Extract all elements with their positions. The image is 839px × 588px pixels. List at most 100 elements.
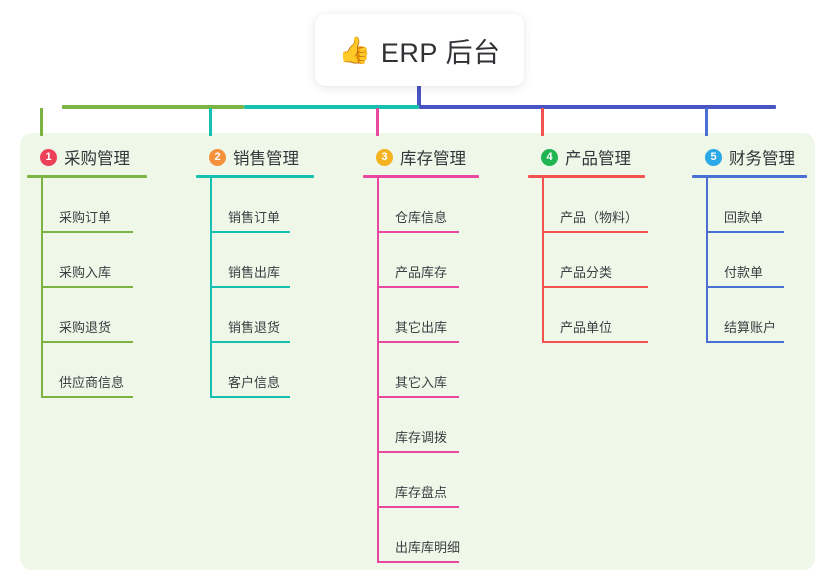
branch-1: 1 采购管理采购订单采购入库采购退货供应商信息 [27, 145, 147, 398]
leaf-underline [377, 231, 459, 233]
leaf-label: 其它出库 [395, 320, 448, 335]
leaf-label: 仓库信息 [395, 210, 448, 225]
leaf-label: 产品分类 [560, 265, 613, 280]
leaf-label: 回款单 [724, 210, 764, 225]
branch-drop-connector-2 [209, 108, 212, 136]
leaf-underline [210, 396, 290, 398]
leaf-item[interactable]: 供应商信息 [41, 343, 147, 398]
leaf-label: 供应商信息 [59, 375, 125, 390]
thumbs-up-icon: 👍 [338, 35, 371, 65]
leaf-label: 产品库存 [395, 265, 448, 280]
branch-drop-connector-1 [40, 108, 43, 136]
leaf-label: 产品单位 [560, 320, 613, 335]
branch-number-badge: 1 [40, 148, 57, 166]
leaf-underline [542, 231, 648, 233]
leaf-item[interactable]: 其它出库 [377, 288, 479, 343]
branch-underline [692, 175, 807, 178]
branch-number-badge: 5 [705, 148, 722, 166]
root-stem-connector [417, 84, 421, 108]
leaf-item[interactable]: 回款单 [706, 178, 807, 233]
branch-3: 3 库存管理仓库信息产品库存其它出库其它入库库存调拨库存盘点出库库明细 [363, 145, 479, 563]
branch-header-2[interactable]: 2 销售管理 [196, 145, 314, 169]
leaf-item[interactable]: 结算账户 [706, 288, 807, 343]
leaf-item[interactable]: 库存盘点 [377, 453, 479, 508]
branch-spine [377, 178, 379, 563]
branch-underline [528, 175, 645, 178]
leaf-item[interactable]: 付款单 [706, 233, 807, 288]
leaf-underline [542, 341, 648, 343]
branch-header-1[interactable]: 1 采购管理 [27, 145, 147, 169]
leaf-label: 库存盘点 [395, 485, 448, 500]
leaf-underline [210, 341, 290, 343]
branch-title: 销售管理 [233, 150, 299, 168]
leaf-underline [210, 286, 290, 288]
leaf-label: 采购退货 [59, 320, 112, 335]
bus-segment-2 [244, 105, 419, 109]
leaf-item[interactable]: 销售出库 [210, 233, 314, 288]
branch-number-badge: 4 [541, 148, 558, 166]
leaf-item[interactable]: 出库库明细 [377, 508, 479, 563]
leaf-underline [706, 341, 784, 343]
leaf-underline [377, 286, 459, 288]
root-node[interactable]: 👍 ERP 后台 [315, 14, 524, 86]
leaf-underline [41, 396, 133, 398]
leaf-underline [377, 341, 459, 343]
leaf-label: 付款单 [724, 265, 764, 280]
branch-items: 仓库信息产品库存其它出库其它入库库存调拨库存盘点出库库明细 [377, 178, 479, 563]
leaf-item[interactable]: 产品库存 [377, 233, 479, 288]
branch-number-badge: 3 [376, 148, 393, 166]
branch-drop-connector-4 [541, 108, 544, 136]
root-title: ERP 后台 [380, 37, 501, 68]
leaf-underline [377, 506, 459, 508]
bus-segment-3 [419, 105, 776, 109]
leaf-item[interactable]: 产品（物料） [542, 178, 648, 233]
bus-segment-1 [62, 105, 244, 109]
branch-items: 产品（物料） 产品分类产品单位 [542, 178, 648, 343]
branch-drop-connector-5 [705, 108, 708, 136]
branch-underline [363, 175, 479, 178]
branch-drop-connector-3 [376, 108, 379, 136]
leaf-label: 销售退货 [228, 320, 281, 335]
branch-number-badge: 2 [209, 148, 226, 166]
leaf-item[interactable]: 销售退货 [210, 288, 314, 343]
branch-underline [27, 175, 147, 178]
leaf-item[interactable]: 产品单位 [542, 288, 648, 343]
leaf-label: 采购订单 [59, 210, 112, 225]
leaf-label: 销售出库 [228, 265, 281, 280]
leaf-label: 结算账户 [724, 320, 777, 335]
leaf-underline [377, 396, 459, 398]
branch-spine [41, 178, 43, 398]
leaf-item[interactable]: 库存调拨 [377, 398, 479, 453]
leaf-underline [542, 286, 648, 288]
leaf-label: 其它入库 [395, 375, 448, 390]
leaf-item[interactable]: 客户信息 [210, 343, 314, 398]
leaf-item[interactable]: 采购退货 [41, 288, 147, 343]
branch-title: 库存管理 [400, 150, 466, 168]
branch-spine [542, 178, 544, 343]
leaf-underline [41, 341, 133, 343]
leaf-underline [41, 231, 133, 233]
leaf-underline [210, 231, 290, 233]
leaf-item[interactable]: 采购入库 [41, 233, 147, 288]
branch-items: 采购订单采购入库采购退货供应商信息 [41, 178, 147, 398]
leaf-item[interactable]: 采购订单 [41, 178, 147, 233]
leaf-label: 库存调拨 [395, 430, 448, 445]
leaf-item[interactable]: 其它入库 [377, 343, 479, 398]
leaf-label: 客户信息 [228, 375, 281, 390]
branch-header-3[interactable]: 3 库存管理 [363, 145, 479, 169]
leaf-underline [377, 561, 459, 563]
leaf-item[interactable]: 产品分类 [542, 233, 648, 288]
leaf-label: 销售订单 [228, 210, 281, 225]
leaf-item[interactable]: 仓库信息 [377, 178, 479, 233]
branch-items: 销售订单销售出库销售退货客户信息 [210, 178, 314, 398]
leaf-item[interactable]: 销售订单 [210, 178, 314, 233]
leaf-underline [377, 451, 459, 453]
leaf-label: 出库库明细 [395, 540, 461, 555]
branch-title: 采购管理 [64, 150, 130, 168]
branch-2: 2 销售管理销售订单销售出库销售退货客户信息 [196, 145, 314, 398]
leaf-underline [706, 231, 784, 233]
